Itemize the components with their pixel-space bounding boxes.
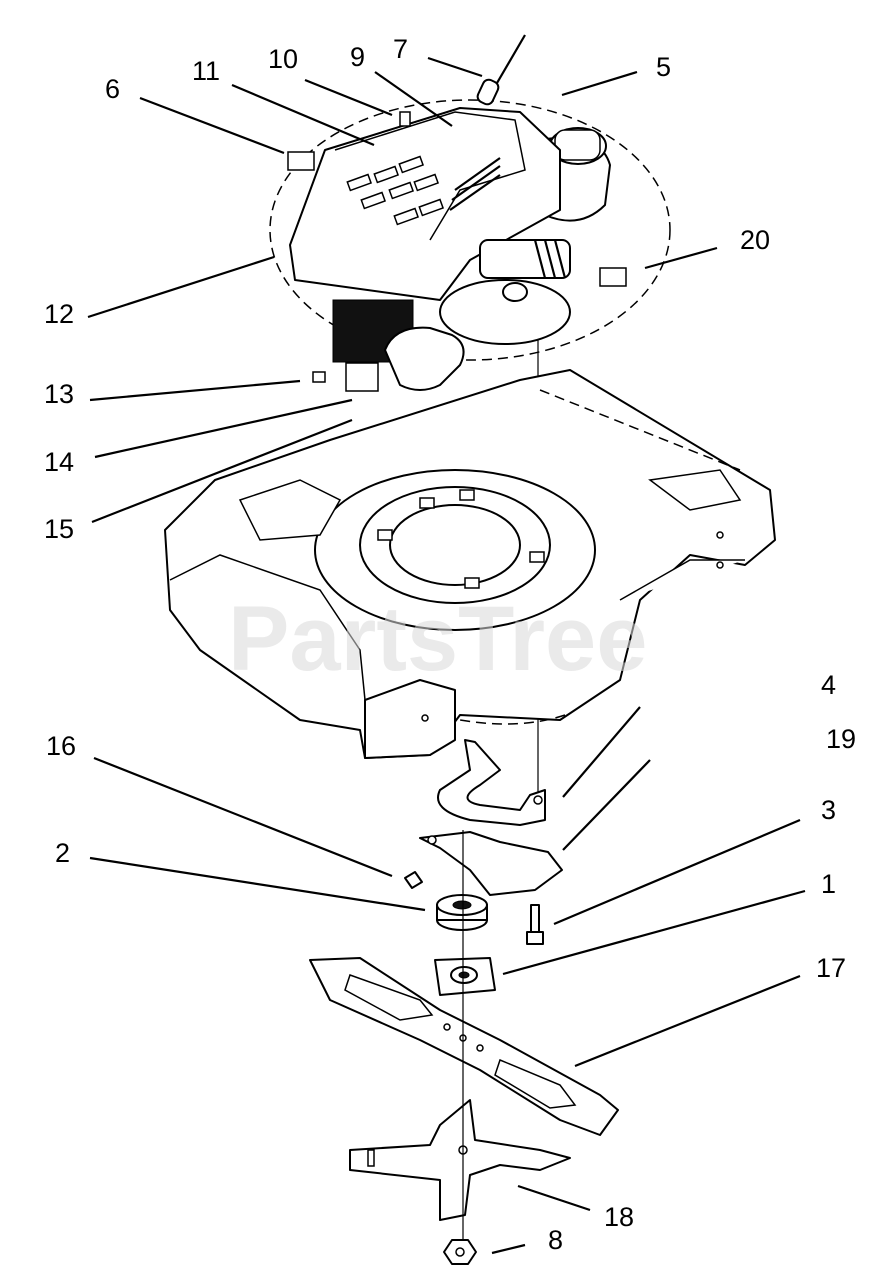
deck-left-skirt	[169, 554, 366, 701]
bracket-hole	[533, 795, 543, 805]
part-18-mulch-blade	[349, 1099, 571, 1221]
deck-right-skirt	[619, 559, 745, 601]
deck-front-dash	[459, 714, 566, 725]
callout-20: 20	[740, 225, 770, 255]
part-1-adapter	[434, 957, 496, 996]
rear-bracket	[648, 469, 742, 511]
callout-1: 1	[821, 869, 836, 899]
screw-13	[312, 371, 326, 383]
watermark: PartsTree	[228, 588, 647, 690]
muffler	[384, 326, 465, 391]
throttle-pivot	[502, 282, 528, 302]
callout-9: 9	[350, 42, 365, 72]
part-19-baffle	[419, 831, 563, 896]
callout-14: 14	[44, 447, 74, 477]
screw-10	[399, 111, 411, 127]
part-2-pulley	[436, 894, 488, 931]
deck-front-corner	[364, 679, 456, 759]
shroud-vents	[346, 155, 501, 226]
part-17-blade	[309, 957, 619, 1136]
engine-mount-hole	[389, 504, 521, 586]
callout-labels: 7 9 10 11 6 5 20 12 13 14 15 4 19 16 3 2…	[44, 34, 856, 1255]
callout-13: 13	[44, 379, 74, 409]
callout-17: 17	[816, 953, 846, 983]
decal-14	[345, 362, 379, 392]
callout-7: 7	[393, 34, 408, 64]
decal-20	[599, 267, 627, 287]
callout-18: 18	[604, 1202, 634, 1232]
leader-lines	[87, 56, 806, 1255]
part-3-bolt	[526, 904, 544, 945]
callout-2: 2	[55, 838, 70, 868]
mount-tabs	[377, 489, 545, 589]
starter-handle	[476, 78, 500, 106]
part-16-key	[404, 871, 423, 889]
deck-hole	[421, 714, 429, 722]
deck-hole	[716, 561, 724, 569]
engine-flange	[439, 279, 571, 345]
callout-16: 16	[46, 731, 76, 761]
callout-19: 19	[826, 724, 856, 754]
callout-11: 11	[192, 56, 220, 86]
nut-hole	[455, 1247, 465, 1257]
callout-12: 12	[44, 299, 74, 329]
discharge-area	[238, 479, 342, 541]
callout-15: 15	[44, 514, 74, 544]
mower-deck	[164, 369, 776, 759]
callout-3: 3	[821, 795, 836, 825]
engine-assembly	[269, 34, 671, 800]
callout-8: 8	[548, 1225, 563, 1255]
lower-parts	[309, 739, 619, 1265]
part-4-bracket	[437, 739, 546, 826]
callout-5: 5	[656, 52, 671, 82]
deck-hole	[716, 531, 724, 539]
callout-10: 10	[268, 44, 298, 74]
baffle-hole	[427, 835, 437, 845]
engine-outline	[269, 99, 671, 361]
callout-4: 4	[821, 670, 836, 700]
deck-rear-dash	[539, 389, 741, 471]
decal-6	[287, 151, 315, 171]
fuel-cap-body	[554, 129, 601, 161]
throttle-knurl	[533, 239, 567, 279]
callout-6: 6	[105, 74, 120, 104]
